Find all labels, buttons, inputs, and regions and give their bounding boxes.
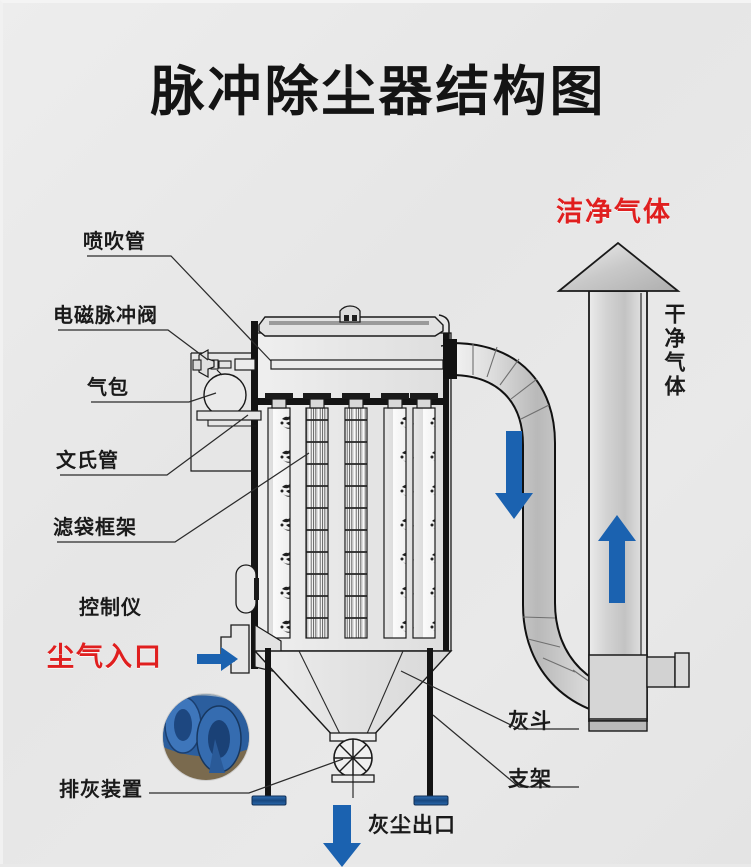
label-ash-discharge-device: 排灰装置 bbox=[59, 777, 143, 801]
inlet-arrow-icon bbox=[197, 647, 238, 671]
stack-up-arrow-icon bbox=[598, 515, 636, 603]
label-ash-hopper: 灰斗 bbox=[508, 709, 552, 733]
support-leg bbox=[265, 648, 271, 798]
venturi-plate bbox=[196, 410, 262, 421]
controller-unit bbox=[235, 564, 259, 614]
label-clean-gas-vertical: 干净气体 bbox=[662, 303, 687, 399]
exhaust-stack bbox=[556, 241, 690, 732]
technical-drawing bbox=[57, 241, 690, 867]
label-air-receiver: 气包 bbox=[87, 375, 129, 399]
label-support-frame: 支架 bbox=[508, 767, 552, 791]
filter-bag-dust bbox=[381, 393, 409, 639]
support-frame bbox=[251, 648, 449, 806]
leader-lines bbox=[57, 255, 579, 794]
duct-down-arrow-icon bbox=[495, 431, 533, 519]
filter-bag-cage bbox=[303, 393, 331, 639]
filter-bag-cage bbox=[342, 393, 370, 639]
label-dusty-gas-inlet: 尘气入口 bbox=[47, 642, 163, 673]
label-dust-outlet: 灰尘出口 bbox=[368, 813, 456, 837]
rotary-discharge-valve bbox=[329, 732, 377, 798]
label-bag-cage-frame: 滤袋框架 bbox=[53, 515, 137, 539]
housing-right-column bbox=[443, 333, 449, 651]
duct-flange bbox=[443, 339, 457, 379]
label-solenoid-pulse-valve: 电磁脉冲阀 bbox=[53, 303, 158, 327]
ash-discharge-photo bbox=[162, 693, 250, 781]
support-base-plate bbox=[251, 795, 287, 806]
support-leg bbox=[427, 648, 433, 798]
filter-bag-dust bbox=[265, 393, 293, 639]
rain-cap bbox=[556, 241, 681, 292]
label-blow-pipe: 喷吹管 bbox=[83, 229, 146, 253]
label-venturi-tube: 文氏管 bbox=[56, 448, 119, 472]
filter-bag-array bbox=[265, 393, 438, 639]
ash-hopper bbox=[253, 650, 453, 739]
pulse-valve-assembly bbox=[190, 348, 262, 472]
housing-top-cover bbox=[258, 305, 450, 347]
label-clean-gas-red: 洁净气体 bbox=[556, 197, 672, 228]
stack-stub-nozzle bbox=[646, 656, 676, 688]
filter-bag-dust bbox=[410, 393, 438, 639]
support-base-plate bbox=[413, 795, 449, 806]
outlet-arrow-icon bbox=[323, 805, 361, 867]
housing-left-column bbox=[251, 321, 258, 669]
venturi-tube-fitting bbox=[234, 358, 256, 371]
label-controller: 控制仪 bbox=[79, 595, 142, 619]
page-title: 脉冲除尘器结构图 bbox=[150, 60, 607, 123]
